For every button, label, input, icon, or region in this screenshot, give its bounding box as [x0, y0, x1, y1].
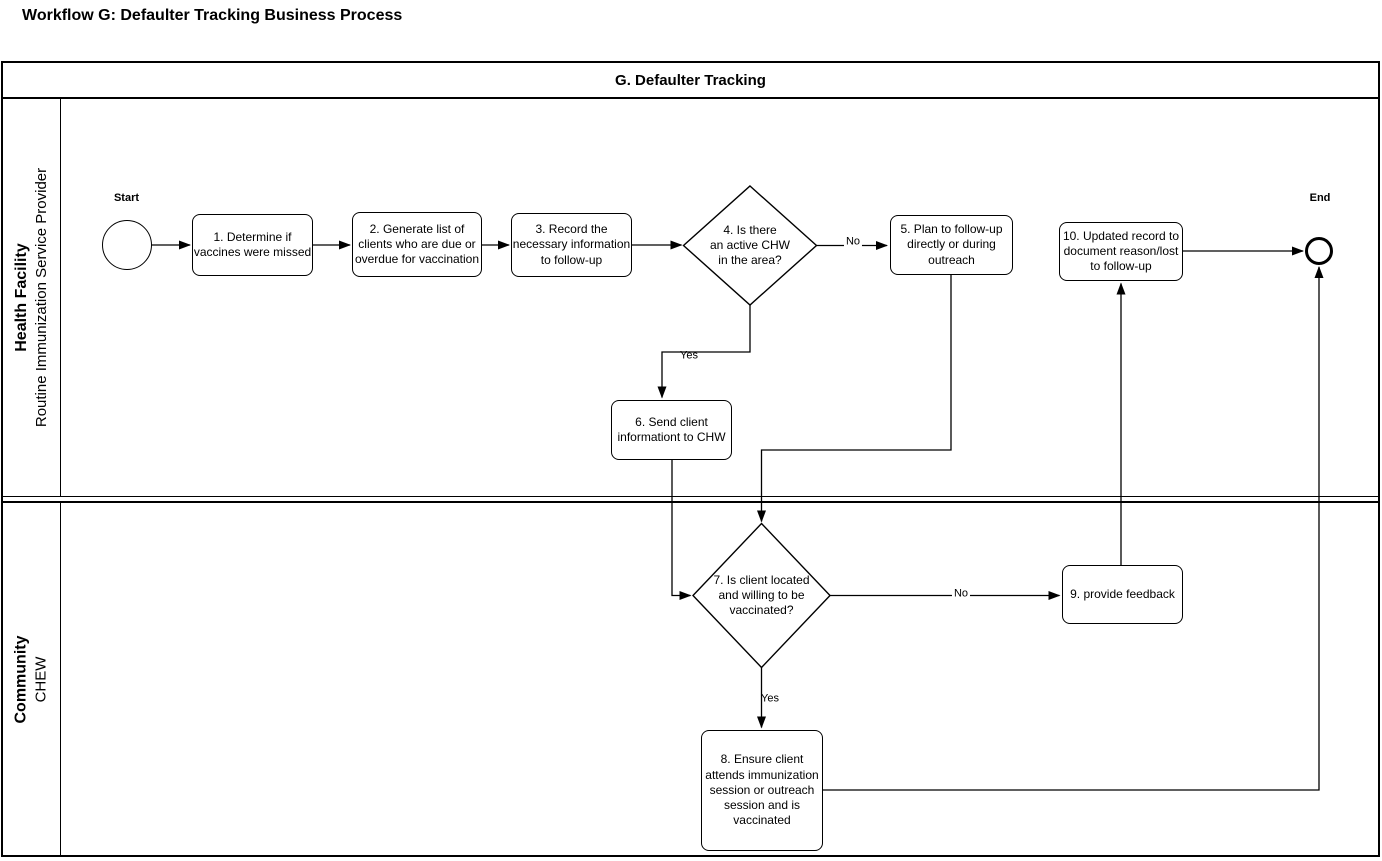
lane-label-community: Community CHEW	[3, 503, 61, 855]
page-title: Workflow G: Defaulter Tracking Business …	[22, 7, 403, 24]
pool-header: G. Defaulter Tracking	[3, 63, 1378, 99]
lane-subtitle: Routine Immunization Service Provider	[32, 167, 50, 427]
end-label: End	[1309, 192, 1331, 204]
task-3: 3. Record the necessary information to f…	[511, 213, 632, 277]
end-event-circle	[1305, 237, 1333, 265]
lane-title: Health Facility	[12, 243, 30, 352]
start-label: Start	[113, 192, 140, 204]
task-9: 9. provide feedback	[1062, 565, 1183, 624]
task-6: 6. Send client informationt to CHW	[611, 400, 732, 460]
lane-community: Community CHEW	[3, 501, 1378, 855]
lane-health-facility: Health Facility Routine Immunization Ser…	[3, 99, 1378, 497]
task-8: 8. Ensure client attends immunization se…	[701, 730, 823, 851]
lane-subtitle: CHEW	[32, 656, 50, 702]
start-event-circle	[101, 220, 152, 270]
lane-title: Community	[12, 635, 30, 723]
label-decision7-no: No	[951, 587, 971, 601]
task-1: 1. Determine if vaccines were missed	[192, 214, 313, 276]
label-decision4-no: No	[843, 235, 863, 249]
label-decision4-yes: Yes	[680, 349, 698, 362]
label-decision7-yes: Yes	[761, 692, 779, 705]
task-10: 10. Updated record to document reason/lo…	[1059, 222, 1183, 281]
lane-label-health-facility: Health Facility Routine Immunization Ser…	[3, 99, 61, 496]
task-5: 5. Plan to follow-up directly or during …	[890, 215, 1013, 275]
task-2: 2. Generate list of clients who are due …	[352, 212, 482, 277]
